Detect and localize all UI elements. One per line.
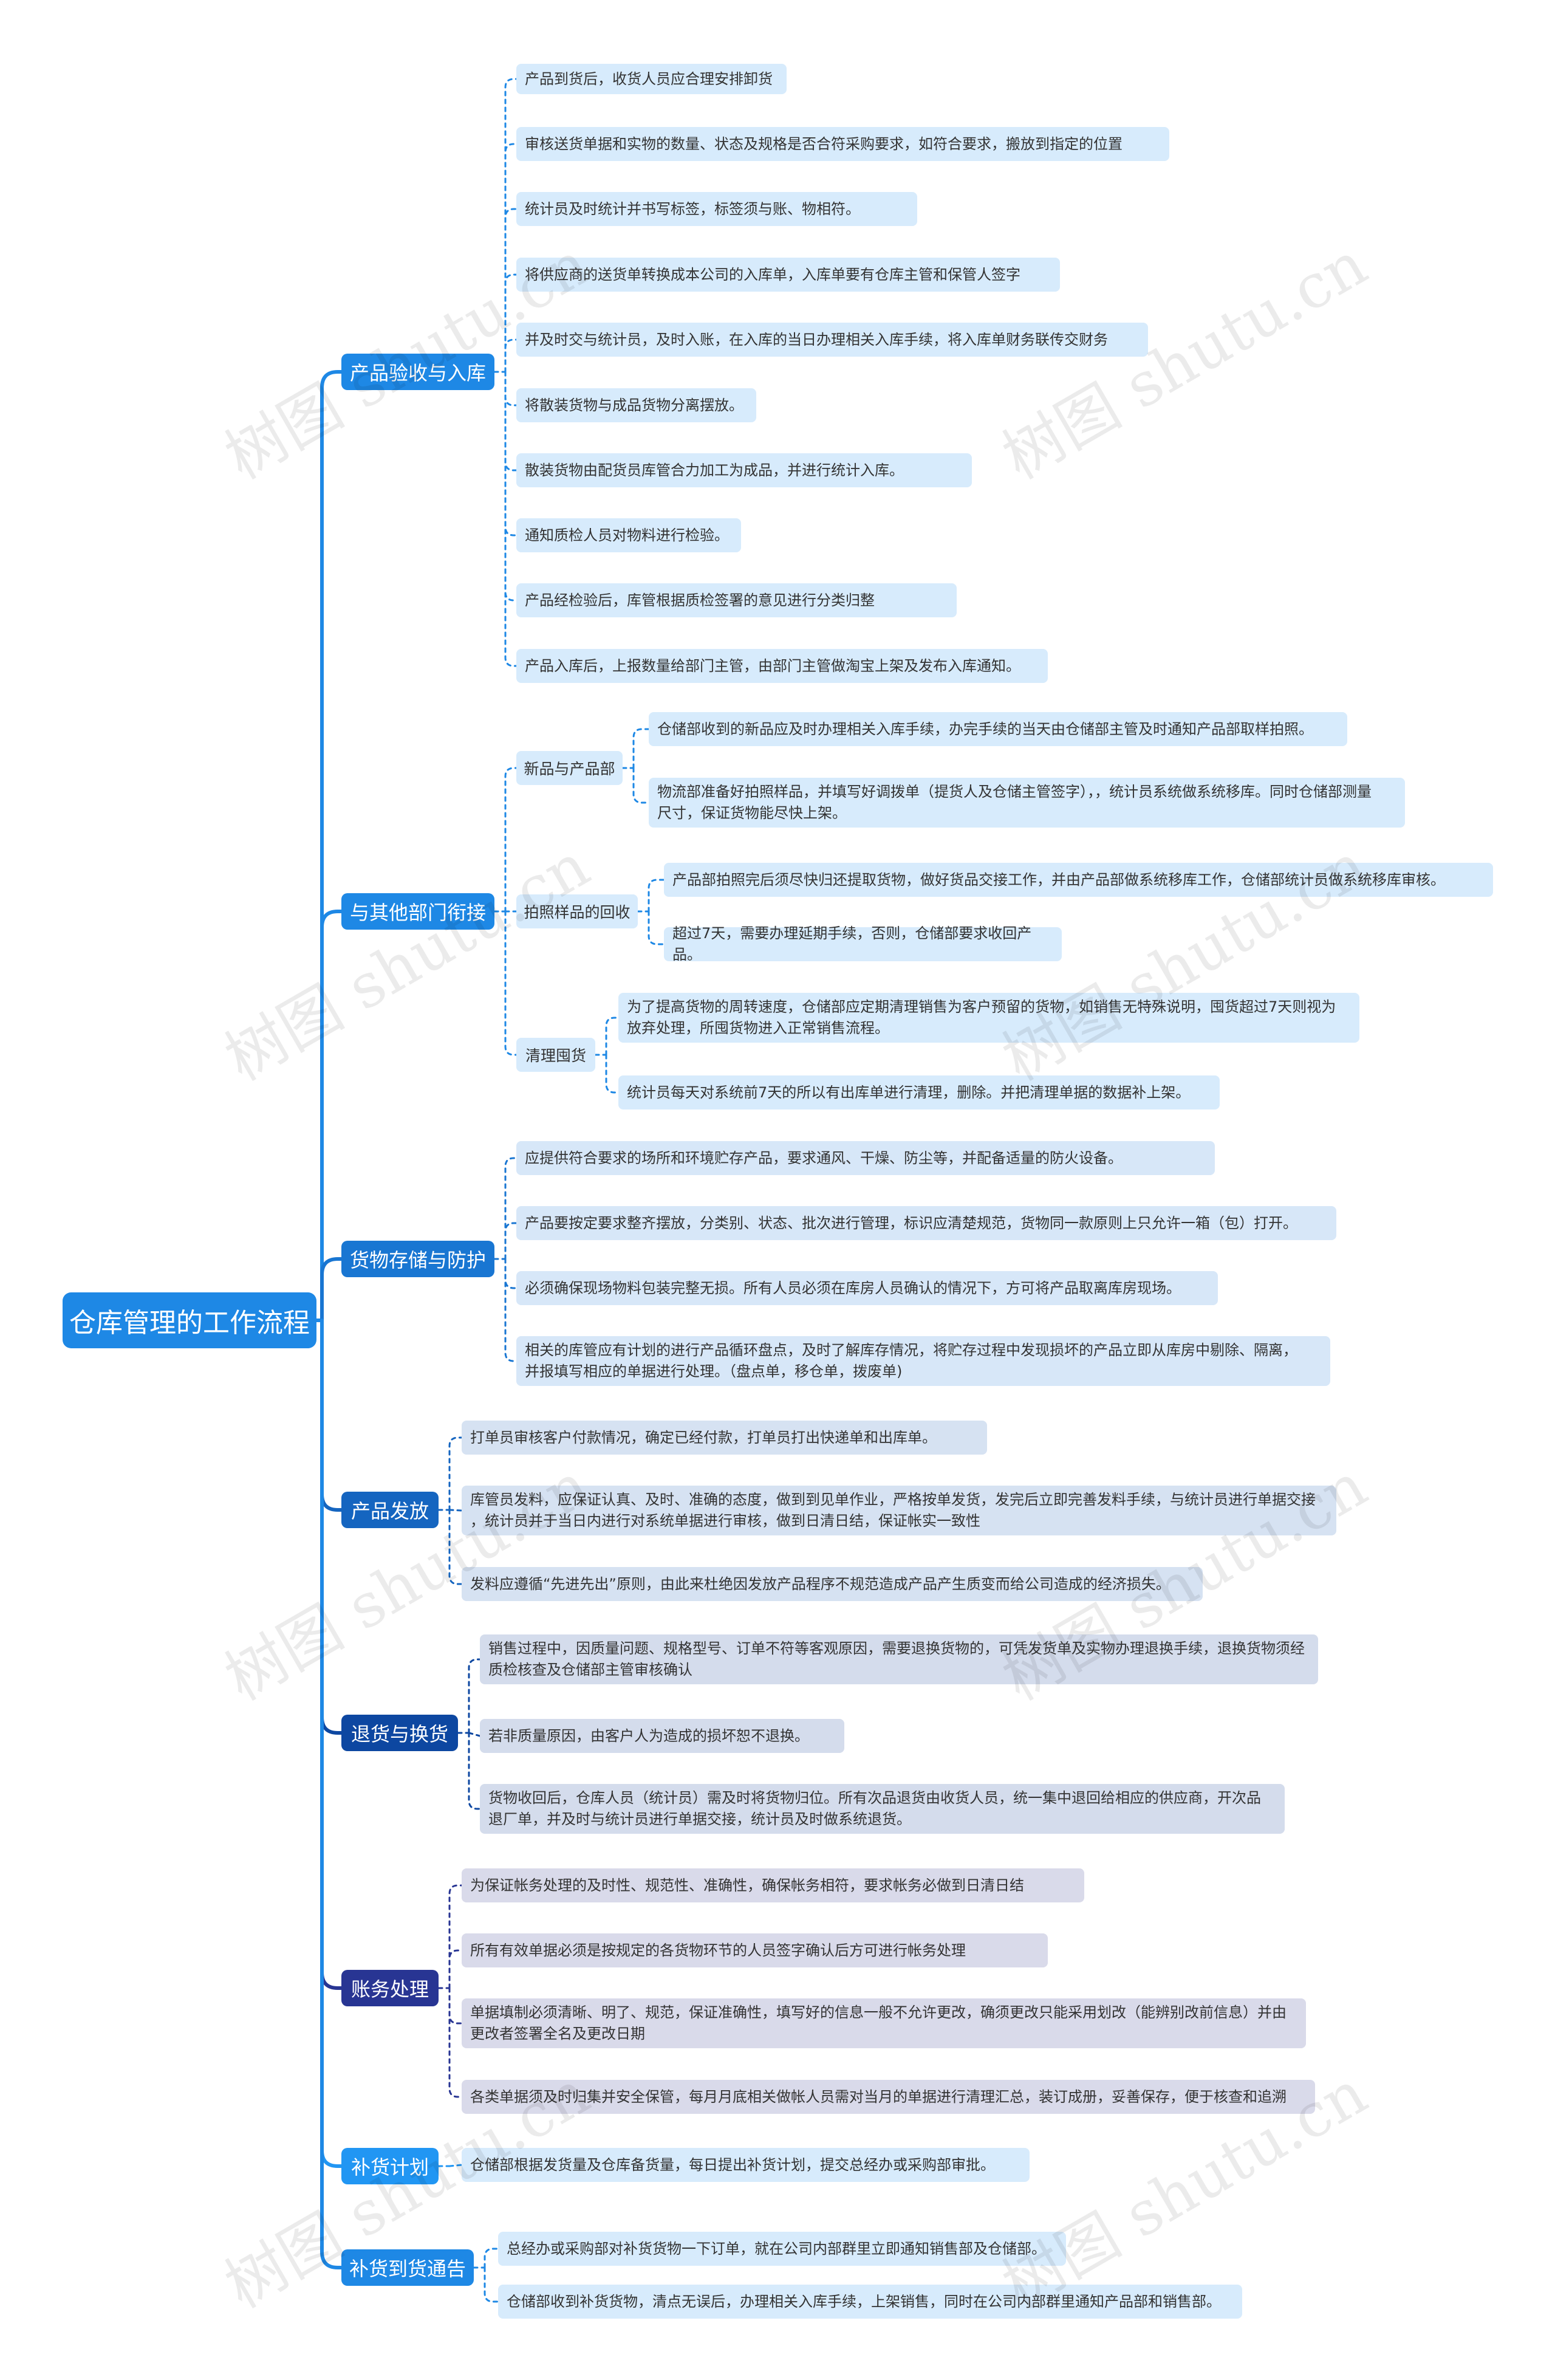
leaf-topic[interactable]: 仓储部收到的新品应及时办理相关入库手续，办完手续的当天由仓储部主管及时通知产品部…: [649, 712, 1347, 746]
leaf-topic[interactable]: 物流部准备好拍照样品，并填写好调拨单（提货人及仓储主管签字），，统计员系统做系统…: [649, 778, 1405, 828]
leaf-connector: [448, 1949, 463, 1989]
leaf-topic[interactable]: 审核送货单据和实物的数量、状态及规格是否合符采购要求，如符合要求，搬放到指定的位…: [516, 127, 1169, 161]
branch-connector: [320, 1319, 343, 2269]
branch-topic[interactable]: 货物存储与防护: [341, 1241, 494, 1277]
leaf-topic[interactable]: 并及时交与统计员，及时入账，在入库的当日办理相关入库手续，将入库单财务联传交财务: [516, 323, 1148, 357]
branch-connector: [320, 910, 343, 1322]
sub-connector: [504, 910, 518, 1056]
leaf-connector: [605, 1054, 620, 1094]
leaf-topic[interactable]: 发料应遵循“先进先出”原则，由此来杜绝因发放产品程序不规范造成产品产生质变而给公…: [462, 1567, 1203, 1601]
leaf-connector: [632, 728, 650, 769]
leaf-connector: [504, 371, 518, 406]
leaf-connector: [504, 78, 518, 373]
leaf-topic[interactable]: 销售过程中，因质量问题、规格型号、订单不符等客观原因，需要退换货物的，可凭发货单…: [480, 1634, 1318, 1684]
branch-topic[interactable]: 产品验收与入库: [341, 354, 494, 390]
leaf-topic[interactable]: 应提供符合要求的场所和环境贮存产品，要求通风、干燥、防尘等，并配备适量的防火设备…: [516, 1141, 1215, 1175]
leaf-connector: [448, 1884, 463, 1989]
leaf-topic[interactable]: 相关的库管应有计划的进行产品循环盘点，及时了解库存情况，将贮存过程中发现损坏的产…: [516, 1336, 1330, 1386]
leaf-topic[interactable]: 总经办或采购部对补货货物一下订单，就在公司内部群里立即通知销售部及仓储部。: [498, 2232, 1066, 2266]
leaf-topic[interactable]: 产品到货后，收货人员应合理安排卸货: [516, 64, 787, 94]
leaf-connector: [648, 910, 665, 945]
leaf-topic[interactable]: 为保证帐务处理的及时性、规范性、准确性，确保帐务相符，要求帐务必做到日清日结: [462, 1868, 1084, 1902]
leaf-topic[interactable]: 将供应商的送货单转换成本公司的入库单，入库单要有仓库主管和保管人签字: [516, 258, 1060, 292]
leaf-connector: [504, 143, 518, 373]
leaf-topic[interactable]: 各类单据须及时归集并安全保管，每月月底相关做帐人员需对当月的单据进行清理汇总，装…: [462, 2080, 1315, 2114]
leaf-topic[interactable]: 散装货物由配货员库管合力加工为成品，并进行统计入库。: [516, 453, 972, 487]
leaf-connector: [504, 338, 518, 373]
leaf-connector: [468, 1732, 481, 1737]
sub-topic[interactable]: 新品与产品部: [516, 751, 623, 785]
leaf-connector: [448, 1987, 463, 2025]
leaf-connector: [468, 1658, 481, 1734]
leaf-topic[interactable]: 产品要按定要求整齐摆放，分类别、状态、批次进行管理，标识应清楚规范，货物同一款原…: [516, 1206, 1336, 1240]
leaf-connector: [605, 1017, 620, 1056]
leaf-connector: [504, 1157, 518, 1260]
branch-connector: [320, 1319, 343, 2168]
leaf-topic[interactable]: 所有有效单据必须是按规定的各货物环节的人员签字确认后方可进行帐务处理: [462, 1933, 1048, 1967]
leaf-topic[interactable]: 统计员及时统计并书写标签，标签须与账、物相符。: [516, 192, 917, 226]
leaf-topic[interactable]: 统计员每天对系统前7天的所以有出库单进行清理，删除。并把清理单据的数据补上架。: [618, 1075, 1220, 1109]
leaf-connector: [504, 1258, 518, 1362]
branch-topic[interactable]: 产品发放: [341, 1492, 439, 1528]
leaf-topic[interactable]: 产品部拍照完后须尽快归还提取货物，做好货品交接工作，并由产品部做系统移库工作，仓…: [664, 863, 1493, 897]
leaf-connector: [448, 1987, 463, 2098]
leaf-topic[interactable]: 仓储部根据发货量及仓库备货量，每日提出补货计划，提交总经办或采购部审批。: [462, 2148, 1030, 2182]
branch-connector: [320, 1319, 343, 1512]
leaf-topic[interactable]: 若非质量原因，由客户人为造成的损坏恕不退换。: [480, 1719, 844, 1753]
leaf-topic[interactable]: 打单员审核客户付款情况，确定已经付款，打单员打出快递单和出库单。: [462, 1421, 987, 1455]
root-topic[interactable]: 仓库管理的工作流程: [63, 1292, 316, 1348]
leaf-connector: [484, 2248, 499, 2269]
leaf-topic[interactable]: 库管员发料，应保证认真、及时、准确的态度，做到到见单作业，严格按单发货，发完后立…: [462, 1486, 1336, 1535]
sub-connector: [504, 767, 518, 913]
branch-topic[interactable]: 补货计划: [341, 2148, 439, 2184]
leaf-connector: [504, 371, 518, 667]
branch-connector: [320, 370, 343, 1322]
leaf-connector: [504, 1258, 518, 1289]
sub-topic[interactable]: 清理囤货: [516, 1038, 595, 1072]
branch-topic[interactable]: 与其他部门衔接: [341, 893, 494, 930]
leaf-topic[interactable]: 通知质检人员对物料进行检验。: [516, 518, 741, 552]
leaf-topic[interactable]: 产品经检验后，库管根据质检签署的意见进行分类归整: [516, 583, 957, 617]
leaf-connector: [448, 2164, 463, 2167]
leaf-connector: [504, 1222, 518, 1260]
branch-topic[interactable]: 退货与换货: [341, 1715, 458, 1751]
leaf-connector: [504, 371, 518, 472]
leaf-topic[interactable]: 为了提高货物的周转速度，仓储部应定期清理销售为客户预留的货物，如销售无特殊说明，…: [618, 993, 1359, 1043]
branch-topic[interactable]: 补货到货通告: [341, 2249, 474, 2286]
leaf-connector: [504, 208, 518, 373]
leaf-topic[interactable]: 货物收回后，仓库人员（统计员）需及时将货物归位。所有次品退货由收货人员，统一集中…: [480, 1784, 1285, 1834]
leaf-topic[interactable]: 超过7天，需要办理延期手续，否则，仓储部要求收回产品。: [664, 925, 1062, 963]
leaf-connector: [468, 1732, 481, 1810]
leaf-connector: [504, 273, 518, 373]
branch-topic[interactable]: 账务处理: [341, 1970, 439, 2006]
leaf-connector: [448, 1509, 463, 1585]
leaf-topic[interactable]: 产品入库后，上报数量给部门主管，由部门主管做淘宝上架及发布入库通知。: [516, 649, 1048, 683]
leaf-connector: [504, 371, 518, 537]
leaf-topic[interactable]: 仓储部收到补货货物，清点无误后，办理相关入库手续，上架销售，同时在公司内部群里通…: [498, 2285, 1242, 2319]
leaf-connector: [448, 1509, 463, 1512]
leaf-connector: [632, 767, 650, 804]
leaf-connector: [484, 2266, 499, 2303]
branch-connector: [320, 1257, 343, 1322]
leaf-topic[interactable]: 将散装货物与成品货物分离摆放。: [516, 388, 756, 422]
leaf-topic[interactable]: 单据填制必须清晰、明了、规范，保证准确性，填写好的信息一般不允许更改，确须更改只…: [462, 1998, 1306, 2048]
leaf-connector: [448, 1436, 463, 1511]
leaf-connector: [648, 879, 665, 913]
leaf-topic[interactable]: 必须确保现场物料包装完整无损。所有人员必须在库房人员确认的情况下，方可将产品取离…: [516, 1271, 1218, 1305]
sub-topic[interactable]: 拍照样品的回收: [516, 894, 638, 928]
